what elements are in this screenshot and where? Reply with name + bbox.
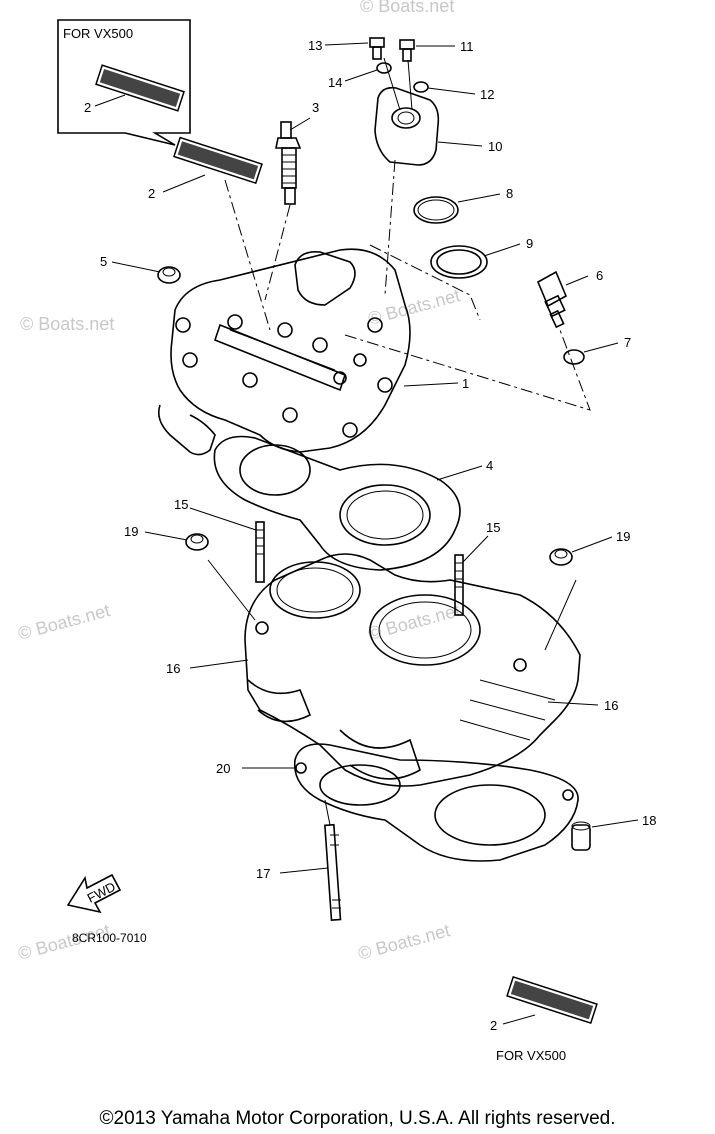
thermostat-9	[430, 245, 488, 279]
callout-18: 18	[642, 813, 656, 828]
callout-10: 10	[488, 139, 502, 154]
callout-7: 7	[624, 335, 631, 350]
watermark: © Boats.net	[360, 0, 454, 16]
decal-2	[173, 136, 263, 185]
watermark: © Boats.net	[366, 285, 462, 329]
callout-1: 1	[462, 376, 469, 391]
callout-12: 12	[480, 87, 494, 102]
callout-2: 2	[84, 100, 91, 115]
callout-4: 4	[486, 458, 493, 473]
callout-8: 8	[506, 186, 513, 201]
sensor-6	[536, 270, 568, 329]
vx500-inset-box: FOR VX500	[57, 19, 191, 146]
callout-15: 15	[174, 497, 188, 512]
copyright-notice: ©2013 Yamaha Motor Corporation, U.S.A. A…	[99, 1108, 616, 1129]
fwd-label: FWD	[85, 879, 118, 906]
fwd-arrow-icon: FWD	[66, 873, 122, 914]
bolt-11	[399, 39, 415, 62]
inset-note: FOR VX500	[63, 26, 133, 41]
dowel-18	[571, 821, 591, 851]
callout-19: 19	[616, 529, 630, 544]
parts-diagram: © Boats.net © Boats.net © Boats.net © Bo…	[16, 0, 657, 1063]
decal-inset	[95, 64, 185, 112]
stud-17	[324, 823, 342, 922]
spark-plug	[264, 117, 311, 301]
washer-12	[413, 81, 429, 93]
callout-14: 14	[328, 75, 342, 90]
callout-2: 2	[148, 186, 155, 201]
watermark: © Boats.net	[20, 314, 114, 334]
callout-3: 3	[312, 100, 319, 115]
callout-19: 19	[124, 524, 138, 539]
callout-11: 11	[460, 39, 474, 54]
cylinder-head	[157, 248, 411, 456]
callout-20: 20	[216, 761, 230, 776]
decal-bottom	[506, 975, 598, 1025]
head-gasket	[213, 435, 461, 571]
callout-5: 5	[100, 254, 107, 269]
washer-14	[376, 62, 392, 74]
callout-2: 2	[490, 1018, 497, 1033]
watermark: © Boats.net	[16, 600, 112, 644]
callout-16: 16	[604, 698, 618, 713]
nut-19-left	[185, 533, 209, 551]
watermark: © Boats.net	[356, 920, 452, 964]
base-gasket	[293, 743, 579, 862]
cylinder-block	[244, 553, 581, 787]
thermostat-cover	[374, 57, 440, 166]
nut-19-right	[549, 548, 573, 566]
washer-7	[563, 349, 585, 365]
leader-lines	[111, 42, 639, 874]
callout-13: 13	[308, 38, 322, 53]
stud-15-right	[454, 554, 464, 616]
bolt-13	[369, 37, 385, 60]
bottom-note: FOR VX500	[496, 1048, 566, 1063]
callout-9: 9	[526, 236, 533, 251]
nut-5	[157, 266, 181, 284]
callout-17: 17	[256, 866, 270, 881]
callout-6: 6	[596, 268, 603, 283]
catalog-code: 8CR100-7010	[72, 931, 147, 945]
o-ring-8	[413, 196, 459, 224]
stud-15-left	[255, 521, 265, 583]
callout-15: 15	[486, 520, 500, 535]
callout-16: 16	[166, 661, 180, 676]
